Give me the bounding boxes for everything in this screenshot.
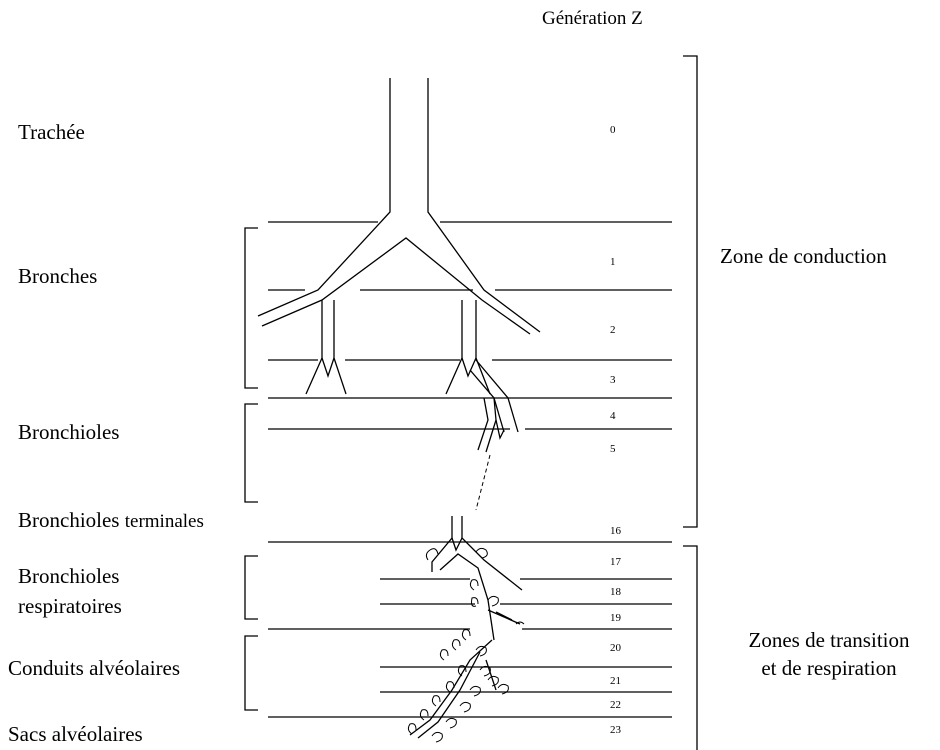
generation-number: 21 bbox=[610, 675, 621, 687]
generation-number: 1 bbox=[610, 256, 616, 268]
label-brackets bbox=[244, 227, 258, 711]
label-terminal-bronchioles: Bronchioles terminales bbox=[18, 508, 204, 534]
generation-number: 20 bbox=[610, 642, 621, 654]
respiratory-tree bbox=[407, 516, 525, 743]
diagram-title: Génération Z bbox=[542, 8, 643, 29]
generation-number: 23 bbox=[610, 724, 621, 736]
label-terminal-bronchioles-part1: Bronchioles bbox=[18, 508, 120, 532]
generation-number: 16 bbox=[610, 525, 621, 537]
generation-number: 17 bbox=[610, 556, 621, 568]
generation-number: 22 bbox=[610, 699, 621, 711]
generation-number: 5 bbox=[610, 443, 616, 455]
label-bronchioles: Bronchioles bbox=[18, 420, 120, 444]
zone-conduction-label: Zone de conduction bbox=[720, 244, 887, 268]
generation-number: 4 bbox=[610, 410, 616, 422]
generation-number: 3 bbox=[610, 374, 616, 386]
label-alveolar-sacs: Sacs alvéolaires bbox=[8, 722, 143, 746]
generation-number: 0 bbox=[610, 124, 616, 136]
zone-brackets bbox=[683, 55, 698, 750]
generation-number: 2 bbox=[610, 324, 616, 336]
generation-divider-lines bbox=[268, 221, 672, 718]
zone-transition-line1: Zones de transition bbox=[748, 628, 910, 652]
label-alveolar-ducts: Conduits alvéolaires bbox=[8, 656, 181, 680]
label-trachea: Trachée bbox=[18, 120, 85, 144]
generation-number: 18 bbox=[610, 586, 621, 598]
bronchial-tree bbox=[257, 78, 541, 511]
zone-transition-line2: et de respiration bbox=[761, 656, 897, 680]
zone-transition-respiration-label: Zones de transition et de respiration bbox=[722, 626, 936, 682]
generation-number: 19 bbox=[610, 612, 621, 624]
label-bronchi: Bronches bbox=[18, 264, 98, 288]
label-respiratory-bronchioles-line2: respiratoires bbox=[18, 594, 122, 618]
label-terminal-bronchioles-part2: terminales bbox=[124, 511, 204, 532]
label-respiratory-bronchioles-line1: Bronchioles bbox=[18, 564, 120, 588]
